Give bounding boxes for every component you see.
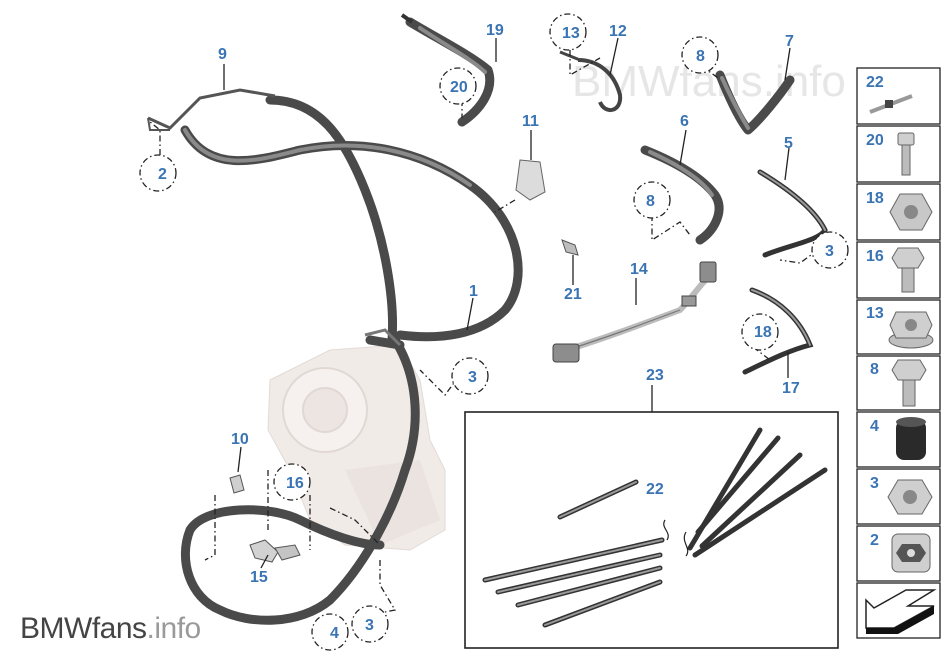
cable-19[interactable] (400, 13, 495, 127)
part-numbers: 9 19 13 12 8 7 20 11 6 5 2 8 3 14 1 21 1… (158, 22, 834, 642)
part-number-5: 5 (784, 135, 793, 152)
panel-cell-22[interactable]: 22 (856, 67, 941, 125)
part-number-14: 14 (630, 261, 648, 278)
part-number-11: 11 (522, 113, 539, 130)
panel-label-8: 8 (870, 361, 879, 378)
panel-label-20: 20 (866, 132, 884, 149)
ground-strap-kit-23[interactable] (464, 411, 839, 649)
alternator-starter-illustration (267, 344, 446, 551)
reference-circles (139, 13, 849, 651)
parts-panel: 22 20 18 16 (856, 67, 941, 639)
part-number-18: 18 (754, 324, 772, 341)
clip-icon (869, 94, 913, 114)
part-number-1: 1 (469, 283, 478, 300)
part-number-17: 17 (782, 380, 800, 397)
clip-10[interactable] (229, 474, 245, 494)
panel-label-13: 13 (866, 305, 884, 322)
part-number-21: 21 (564, 286, 582, 303)
part-number-3a: 3 (825, 243, 834, 260)
panel-cell-view[interactable] (856, 582, 941, 639)
panel-cell-8[interactable]: 8 (856, 355, 941, 411)
part-number-4: 4 (330, 625, 339, 642)
part-number-7: 7 (785, 33, 794, 50)
hex-nut-icon (889, 193, 933, 231)
leader-lines (149, 37, 819, 613)
part-number-20: 20 (450, 79, 468, 96)
brand-logo: BMWfans.info (20, 612, 201, 646)
panel-cell-18[interactable]: 18 (856, 183, 941, 241)
panel-label-3: 3 (870, 475, 879, 492)
collar-nut-icon (888, 311, 934, 349)
wiring-harness-14[interactable] (552, 261, 717, 363)
panel-cell-4[interactable]: 4 (856, 411, 941, 468)
part-number-12: 12 (609, 23, 627, 40)
cable-17[interactable] (742, 287, 814, 375)
part-number-3c: 3 (365, 617, 374, 634)
cable-5[interactable] (757, 169, 828, 258)
part-number-3b: 3 (468, 369, 477, 386)
brand-name: BMWfans (20, 612, 147, 645)
part-number-13: 13 (562, 25, 580, 42)
part-number-22: 22 (646, 481, 664, 498)
panel-label-4: 4 (870, 418, 879, 435)
part-number-19: 19 (486, 22, 504, 39)
part-number-10: 10 (231, 431, 249, 448)
part-number-2: 2 (158, 166, 167, 183)
battery-cable-9[interactable] (147, 88, 523, 345)
cap-icon (896, 417, 926, 460)
part-number-8b: 8 (646, 193, 655, 210)
part-number-15: 15 (250, 569, 268, 586)
part-number-6: 6 (680, 113, 689, 130)
cable-7[interactable] (715, 70, 795, 135)
cable-6[interactable] (640, 145, 724, 245)
bolt-icon (891, 359, 927, 407)
nut-icon (887, 479, 933, 515)
panel-cell-16[interactable]: 16 (856, 241, 941, 299)
panel-cell-13[interactable]: 13 (856, 299, 941, 355)
brand-tld: .info (146, 612, 202, 645)
bracket-11[interactable] (515, 159, 546, 201)
panel-cell-2[interactable]: 2 (856, 525, 941, 582)
panel-label-2: 2 (870, 532, 879, 549)
panel-label-18: 18 (866, 190, 884, 207)
cage-nut-icon (891, 533, 931, 573)
hex-bolt-icon (891, 247, 925, 293)
part-number-23: 23 (646, 367, 664, 384)
panel-label-22: 22 (866, 74, 884, 91)
part-number-9: 9 (218, 46, 227, 63)
panel-label-16: 16 (866, 248, 884, 265)
panel-cell-20[interactable]: 20 (856, 125, 941, 183)
panel-cell-3[interactable]: 3 (856, 468, 941, 525)
part-number-8a: 8 (696, 48, 705, 65)
clip-21[interactable] (561, 239, 579, 256)
part-number-16: 16 (286, 475, 304, 492)
bracket-15[interactable] (249, 539, 301, 563)
cable-1[interactable] (180, 328, 420, 625)
screw-icon (897, 132, 915, 176)
view-arrow-icon (865, 589, 937, 634)
